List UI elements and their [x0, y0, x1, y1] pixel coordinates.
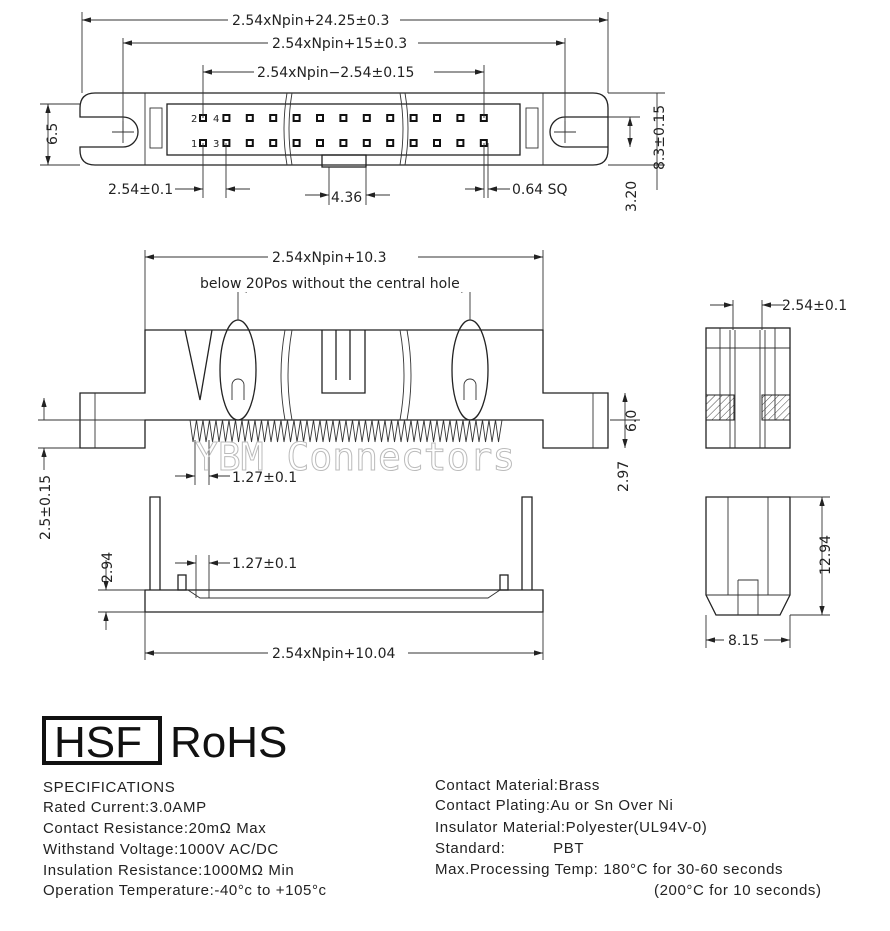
pin	[433, 139, 441, 147]
spec-line: Withstand Voltage:1000V AC/DC	[43, 841, 279, 858]
pin-label-1: 1	[191, 139, 197, 150]
pin	[339, 114, 348, 122]
dim-tooth-pitch: 1.27±0.1	[232, 470, 297, 486]
dim-pin-pitch: 2.54±0.1	[108, 182, 173, 198]
pin	[269, 114, 278, 122]
pin	[409, 114, 418, 122]
dim-row-offset: 3.20	[624, 181, 640, 212]
pin	[269, 139, 278, 147]
specifications-right: Contact Material:Brass Contact Plating:A…	[435, 777, 822, 899]
dim-row-pitch: 2.54±0.1	[782, 298, 847, 314]
spec-line: Max.Processing Temp: 180°C for 30-60 sec…	[435, 861, 783, 878]
pin-label-2: 2	[191, 114, 197, 125]
pin	[292, 114, 301, 122]
pin	[386, 114, 395, 122]
top-body-outline	[79, 92, 609, 166]
dim-end-width: 8.15	[728, 633, 759, 649]
spec-line: Contact Material:Brass	[435, 777, 600, 794]
top-view: 2 4 1 3 2.54xNpin+24.25±0.3 2.54xNpin+15…	[40, 10, 668, 212]
pin	[409, 139, 418, 147]
dim-bottom-height: 2.94	[100, 552, 116, 583]
end-view: 2.54±0.1 12.94 8.15	[705, 298, 847, 649]
dim-offset: 2.5±0.15	[38, 475, 54, 540]
dim-overall-length: 2.54xNpin+24.25±0.3	[232, 13, 389, 29]
side-view: 2.54xNpin+10.3 below 20Pos without the c…	[38, 247, 640, 540]
spec-line: Operation Temperature:-40°c to +105°c	[43, 882, 327, 899]
spec-line: Insulator Material:Polyester(UL94V-0)	[435, 819, 707, 836]
spec-line: Standard: PBT	[435, 840, 584, 857]
specifications-left: SPECIFICATIONS Rated Current:3.0AMP Cont…	[43, 779, 327, 899]
hsf-badge: HSF	[54, 718, 142, 767]
spec-line: Insulation Resistance:1000MΩ Min	[43, 862, 294, 879]
spec-line: Contact Resistance:20mΩ Max	[43, 820, 266, 837]
dim-side-height: 6.0	[624, 410, 640, 432]
dim-pin-span: 2.54xNpin−2.54±0.15	[257, 65, 414, 81]
hsf-badge-frame	[42, 716, 162, 765]
dim-pin-size: 0.64 SQ	[512, 182, 568, 198]
pin	[222, 114, 231, 122]
contact-tooth-row	[189, 419, 503, 443]
spec-line: Contact Plating:Au or Sn Over Ni	[435, 797, 673, 814]
pin	[245, 139, 254, 147]
pin-label-3: 3	[213, 139, 219, 150]
compliance-badges: HSF RoHS	[42, 716, 287, 767]
pin-grid	[199, 114, 488, 147]
dim-bottom-length: 2.54xNpin+10.04	[272, 646, 395, 662]
dim-width: 8.3±0.15	[652, 105, 668, 170]
pin	[316, 114, 324, 122]
dim-mount-pitch: 2.54xNpin+15±0.3	[272, 36, 407, 52]
rohs-label: RoHS	[170, 718, 287, 767]
bottom-view: 1.27±0.1 2.94 2.54xNpin+10.04	[98, 496, 544, 662]
pin	[362, 114, 371, 122]
pin	[339, 139, 348, 147]
pin-label-4: 4	[213, 114, 219, 125]
pin	[292, 139, 301, 147]
pin	[433, 114, 441, 122]
right-mount-slot	[549, 116, 608, 148]
spec-heading: SPECIFICATIONS	[43, 779, 175, 796]
spec-line: Rated Current:3.0AMP	[43, 799, 207, 816]
spec-line: (200°C for 10 seconds)	[654, 882, 822, 899]
dim-bottom-pitch: 1.27±0.1	[232, 556, 297, 572]
dim-body-length: 2.54xNpin+10.3	[272, 250, 386, 266]
dim-key-width: 4.36	[331, 190, 362, 206]
pin	[456, 114, 465, 122]
pin	[386, 139, 395, 147]
dim-end-height: 12.94	[818, 535, 834, 575]
dim-tail: 2.97	[616, 461, 632, 492]
contact-teeth	[189, 419, 503, 443]
pin	[456, 139, 465, 147]
central-hole-note: below 20Pos without the central hole	[200, 276, 460, 292]
pin	[316, 139, 324, 147]
pin	[245, 114, 254, 122]
dim-height: 6.5	[45, 123, 61, 145]
watermark: YBM Connectors	[195, 435, 515, 479]
pin	[362, 139, 371, 147]
